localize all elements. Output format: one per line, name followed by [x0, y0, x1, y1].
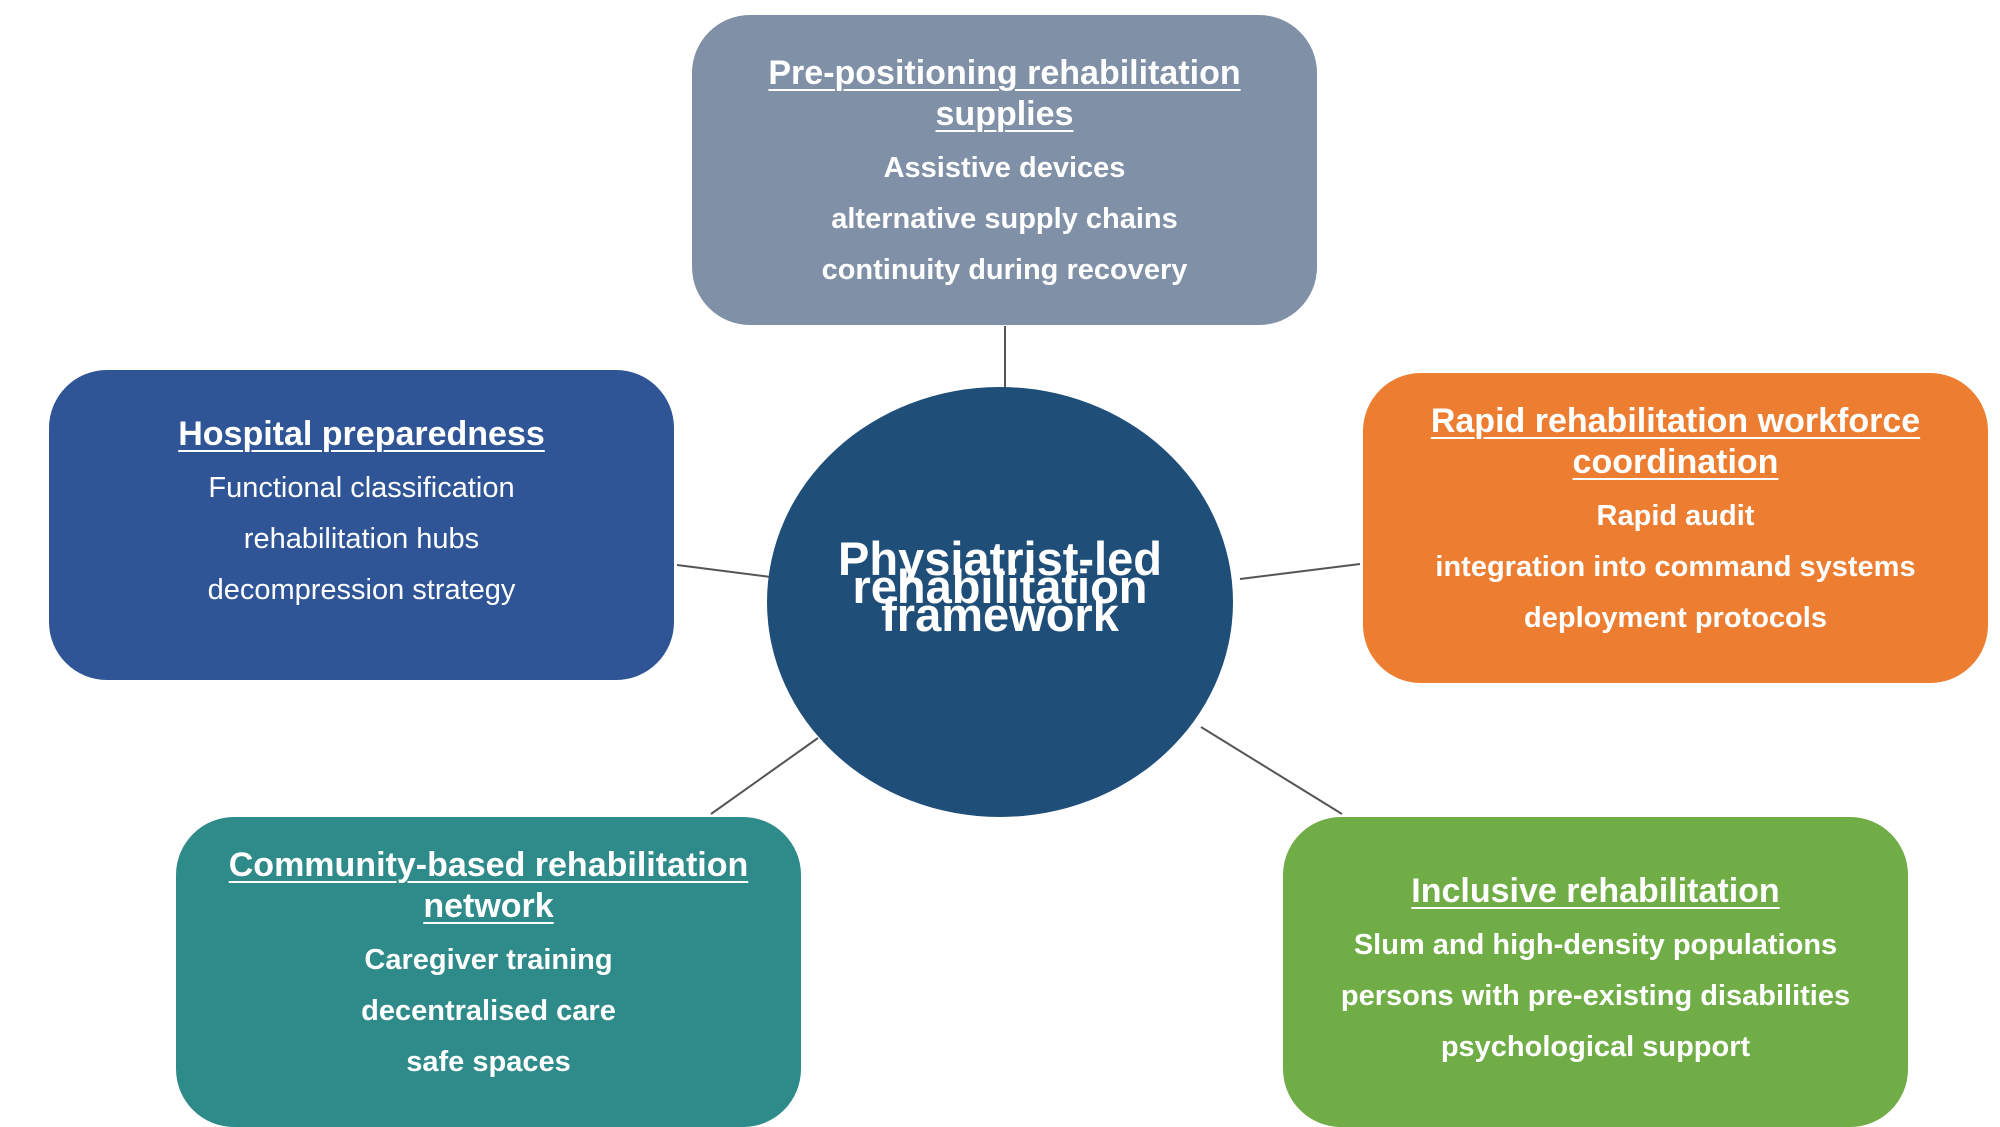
title-line: Rapid rehabilitation workforce	[1430, 402, 1921, 440]
node-title: Rapid rehabilitation workforce coordinat…	[1431, 401, 1920, 483]
node-supplies: Pre-positioning rehabilitation supplies …	[692, 15, 1317, 325]
node-item: safe spaces	[406, 1046, 571, 1078]
node-item: Functional classification	[208, 472, 515, 504]
node-item: psychological support	[1440, 1031, 1751, 1063]
node-workforce-coordination: Rapid rehabilitation workforce coordinat…	[1363, 373, 1988, 683]
title-line: Pre-positioning rehabilitation	[768, 54, 1241, 92]
node-community-network: Community-based rehabilitation network C…	[176, 817, 801, 1127]
connector-bottom-right	[1200, 726, 1343, 815]
node-hospital-preparedness: Hospital preparedness Functional classif…	[49, 370, 674, 680]
title-line: Hospital preparedness	[178, 415, 545, 453]
center-line: Physiatrist-led	[838, 532, 1162, 585]
title-line: Inclusive rehabilitation	[1411, 872, 1780, 910]
node-item: Slum and high-density populations	[1353, 929, 1838, 961]
center-line: framework	[881, 588, 1119, 641]
node-item: deployment protocols	[1524, 602, 1827, 634]
title-line: supplies	[935, 95, 1074, 133]
node-item: decompression strategy	[207, 574, 516, 606]
node-title: Pre-positioning rehabilitation supplies	[768, 53, 1240, 135]
node-item: continuity during recovery	[821, 254, 1188, 286]
node-title: Hospital preparedness	[178, 414, 545, 455]
connector-bottom-left	[710, 737, 819, 815]
node-item: Caregiver training	[364, 944, 613, 976]
node-inclusive-rehabilitation: Inclusive rehabilitation Slum and high-d…	[1283, 817, 1908, 1127]
node-item: alternative supply chains	[831, 203, 1178, 235]
node-title: Community-based rehabilitation network	[229, 845, 749, 927]
node-item: Rapid audit	[1596, 500, 1755, 532]
node-item: Assistive devices	[883, 152, 1126, 184]
title-line: coordination	[1572, 443, 1779, 481]
node-item: persons with pre-existing disabilities	[1340, 980, 1851, 1012]
center-line: rehabilitation	[852, 560, 1148, 613]
node-title: Inclusive rehabilitation	[1411, 871, 1779, 912]
node-item: integration into command systems	[1435, 551, 1916, 583]
connector-right	[1239, 563, 1361, 580]
node-item: rehabilitation hubs	[243, 523, 480, 555]
title-line: Community-based rehabilitation	[228, 846, 749, 884]
node-item: decentralised care	[361, 995, 616, 1027]
center-hub: Physiatrist-led rehabilitation framework	[767, 387, 1233, 817]
connector-left	[676, 564, 772, 578]
title-line: network	[423, 887, 554, 925]
